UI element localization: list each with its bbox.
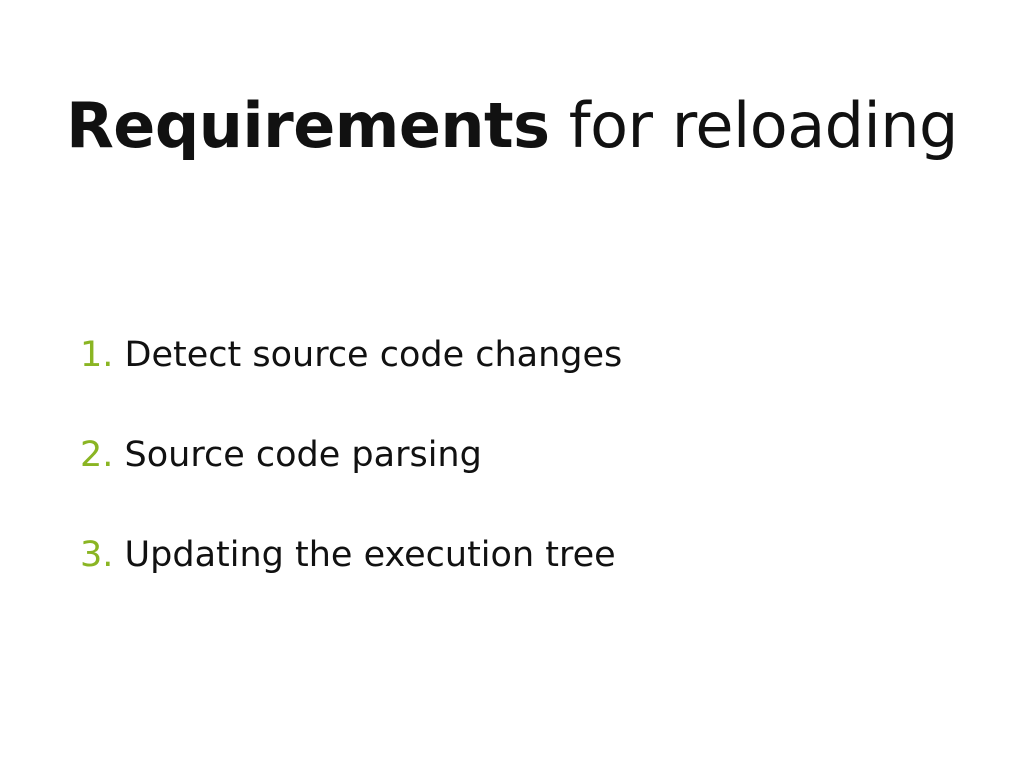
title-emphasis: Requirements bbox=[66, 89, 550, 162]
list-item-text: Updating the execution tree bbox=[113, 535, 616, 575]
slide-title: Requirements for reloading bbox=[0, 86, 1024, 166]
list-item-number: 3. bbox=[80, 535, 114, 575]
list-item-number: 2. bbox=[80, 435, 114, 475]
list-item: 3. Updating the execution tree bbox=[80, 530, 622, 580]
list-item-text: Source code parsing bbox=[113, 435, 482, 475]
list-item: 1. Detect source code changes bbox=[80, 330, 622, 380]
list-item: 2. Source code parsing bbox=[80, 430, 622, 480]
list-item-text: Detect source code changes bbox=[113, 335, 623, 375]
requirements-list: 1. Detect source code changes 2. Source … bbox=[80, 330, 622, 630]
list-item-number: 1. bbox=[80, 335, 114, 375]
title-rest: for reloading bbox=[549, 89, 959, 162]
